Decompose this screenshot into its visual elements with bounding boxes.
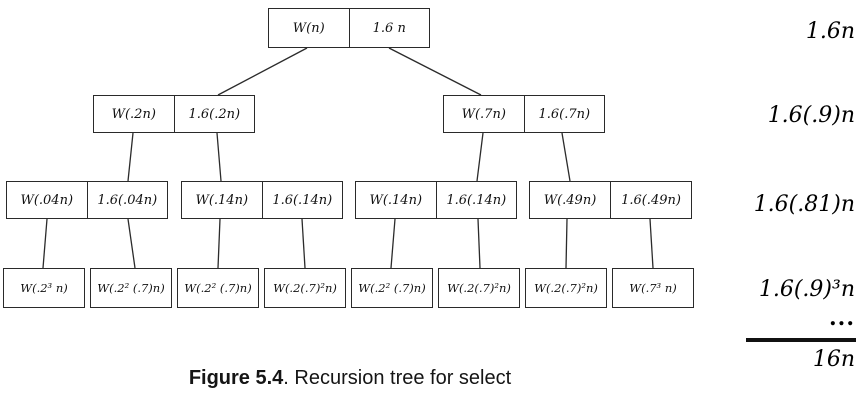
node-work-label: W(n) [269,9,350,47]
tree-node-level3-3: W(.14n) 1.6(.14n) [355,181,517,219]
ellipsis-label: ... [829,305,855,331]
caption-text: . Recursion tree for select [283,367,512,389]
tree-edge [127,218,136,269]
node-work-label: W(.49n) [530,182,611,218]
node-cost-label: 1.6(.7n) [538,106,591,122]
leaf-label: W(.2(.7)²n) [447,281,511,295]
tree-node-root: W(n) 1.6 n [268,8,430,48]
tree-node-level3-1: W(.04n) 1.6(.04n) [6,181,168,219]
tree-edge [477,218,481,269]
figure-caption: Figure 5.4. Recursion tree for select [0,367,700,390]
node-cost-label: 1.6(.04n) [97,192,158,208]
tree-edge [561,132,571,182]
tree-edge [217,47,308,96]
leaf-label: W(.2² (.7)n) [184,281,252,295]
tree-edge [127,132,134,182]
tree-edge [476,132,484,182]
tree-edge [301,218,306,269]
level-cost-label-4: 1.6(.9)³n [758,277,855,302]
level-cost-label-1: 1.6n [805,19,855,44]
tree-node-level3-4: W(.49n) 1.6(.49n) [529,181,692,219]
tree-leaf-6: W(.2(.7)²n) [438,268,520,308]
node-work-label: W(.14n) [356,182,437,218]
node-cost-label: 1.6(.14n) [446,192,507,208]
tree-edge [388,47,482,96]
leaf-label: W(.2² (.7)n) [97,281,165,295]
tree-leaf-1: W(.2³ n) [3,268,85,308]
tree-leaf-2: W(.2² (.7)n) [90,268,172,308]
node-work-label: W(.7n) [444,96,525,132]
level-cost-label-2: 1.6(.9)n [767,103,855,128]
tree-node-level2-right: W(.7n) 1.6(.7n) [443,95,605,133]
tree-leaf-5: W(.2² (.7)n) [351,268,433,308]
node-work-label: W(.04n) [7,182,88,218]
tree-edges [42,47,654,269]
tree-edge [390,218,396,269]
tree-node-level3-2: W(.14n) 1.6(.14n) [181,181,343,219]
tree-leaf-7: W(.2(.7)²n) [525,268,607,308]
tree-edge [217,218,221,269]
tree-leaf-8: W(.7³ n) [612,268,694,308]
leaf-label: W(.2(.7)²n) [273,281,337,295]
leaf-label: W(.7³ n) [629,281,677,295]
node-cost-label: 1.6 n [372,20,406,36]
tree-edge [565,218,568,269]
level-cost-label-3: 1.6(.81)n [753,192,855,217]
node-work-label: W(.14n) [182,182,263,218]
node-cost-label: 1.6(.49n) [621,192,681,208]
sum-line [746,338,856,342]
tree-leaf-4: W(.2(.7)²n) [264,268,346,308]
node-cost-label: 1.6(.14n) [272,192,333,208]
tree-edge [216,132,222,182]
tree-leaf-3: W(.2² (.7)n) [177,268,259,308]
node-work-label: W(.2n) [94,96,175,132]
tree-edge [649,218,654,269]
tree-edge [42,218,48,269]
caption-number: Figure 5.4 [188,367,284,389]
leaf-label: W(.2² (.7)n) [358,281,426,295]
total-cost-label: 16n [812,347,855,372]
leaf-label: W(.2³ n) [20,281,68,295]
tree-node-level2-left: W(.2n) 1.6(.2n) [93,95,255,133]
node-cost-label: 1.6(.2n) [188,106,241,122]
leaf-label: W(.2(.7)²n) [534,281,598,295]
